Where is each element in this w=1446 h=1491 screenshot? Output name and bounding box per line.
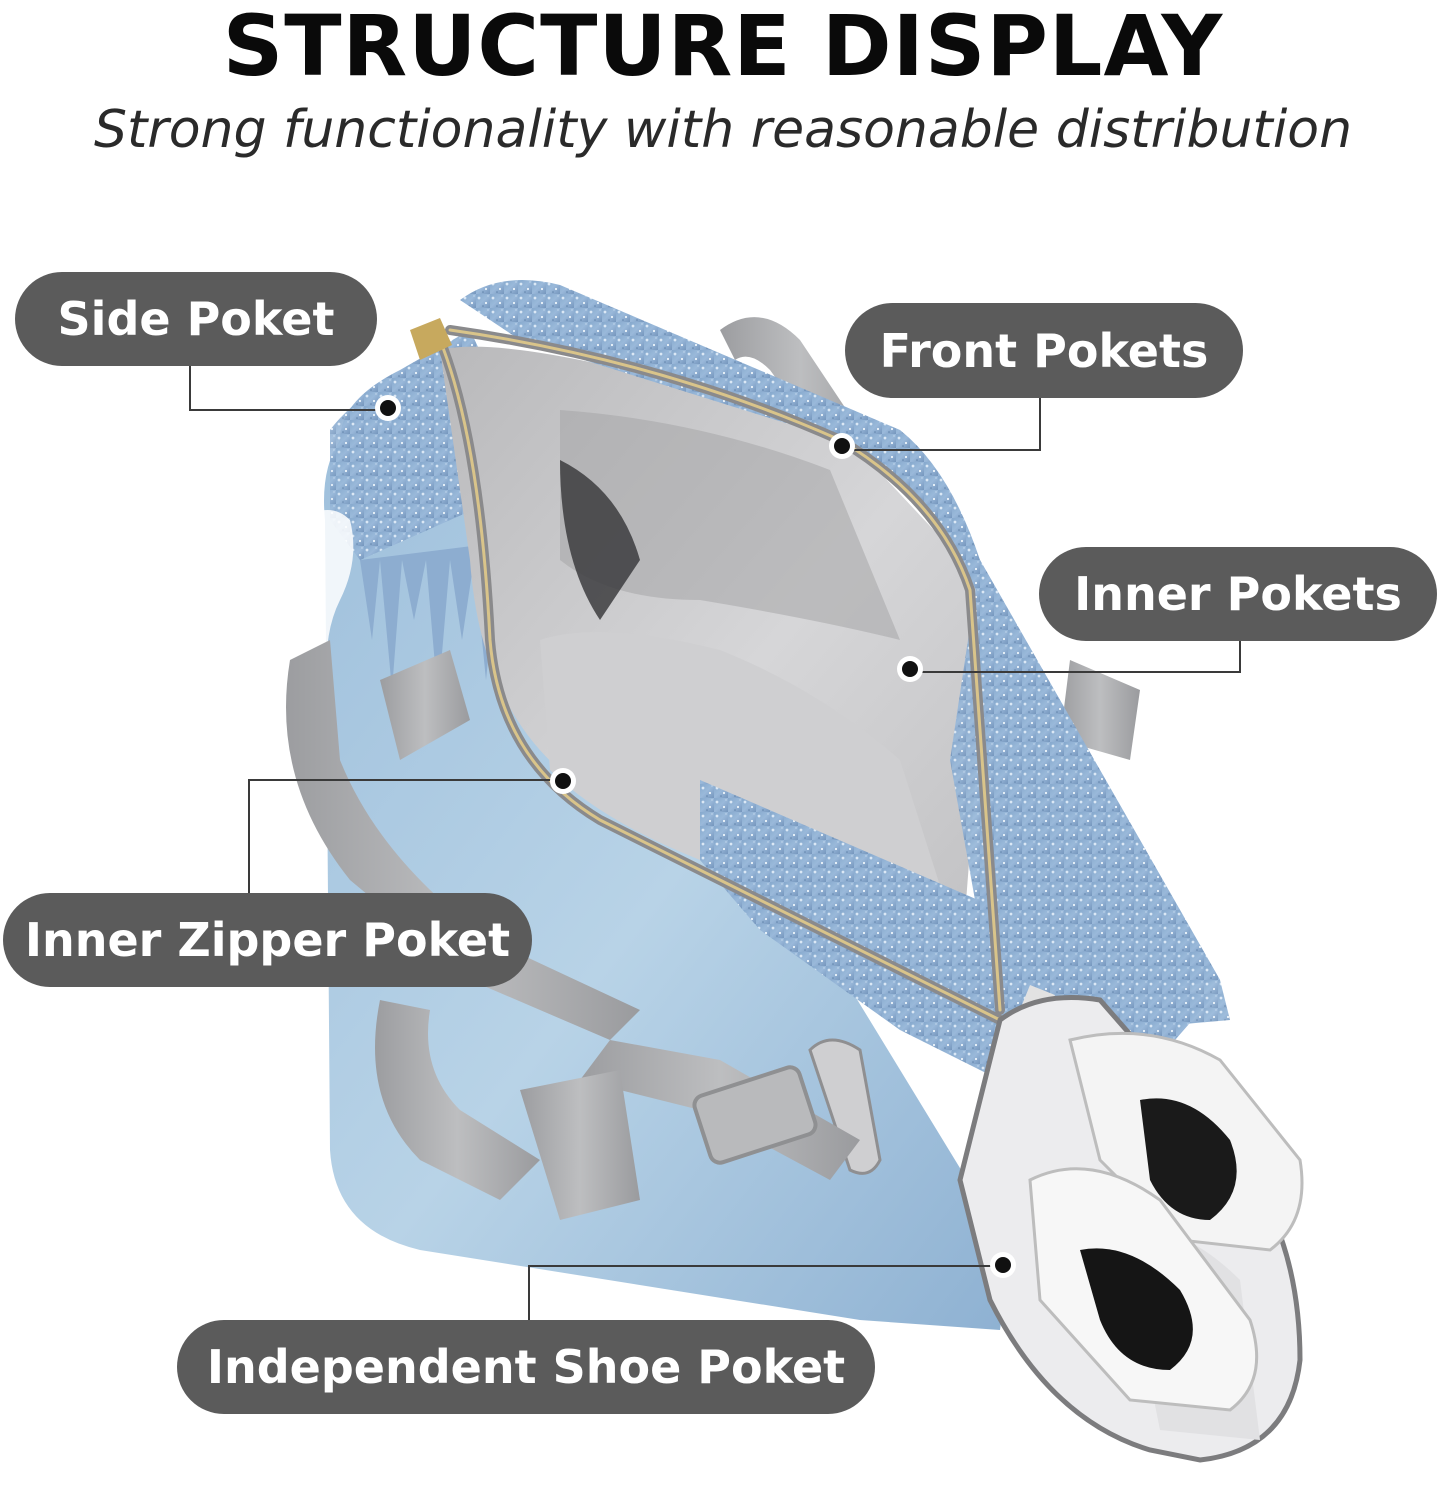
page-title: STRUCTURE DISPLAY [222,0,1224,95]
sneakers [1028,1031,1304,1412]
callout-leaders [189,365,1241,1320]
leader-side-poket [189,365,388,411]
label-inner-zipper-poket: Inner Zipper Poket [3,893,532,987]
zipper-pull-hardware [410,318,1055,1175]
leader-inner-pokets [910,640,1241,673]
page-subtitle: Strong functionality with reasonable dis… [93,100,1353,160]
label-inner-pokets: Inner Pokets [1039,547,1437,641]
callout-dots [375,395,1016,1278]
front-handle-strap [380,650,640,1220]
label-front-pokets: Front Pokets [845,303,1243,398]
leader-inner-zipper-poket [248,779,563,893]
label-independent-shoe-poket: Independent Shoe Poket [177,1320,875,1414]
leader-front-pokets [842,397,1041,451]
label-side-poket: Side Poket [15,272,377,366]
leader-shoe-poket [528,1265,1003,1320]
